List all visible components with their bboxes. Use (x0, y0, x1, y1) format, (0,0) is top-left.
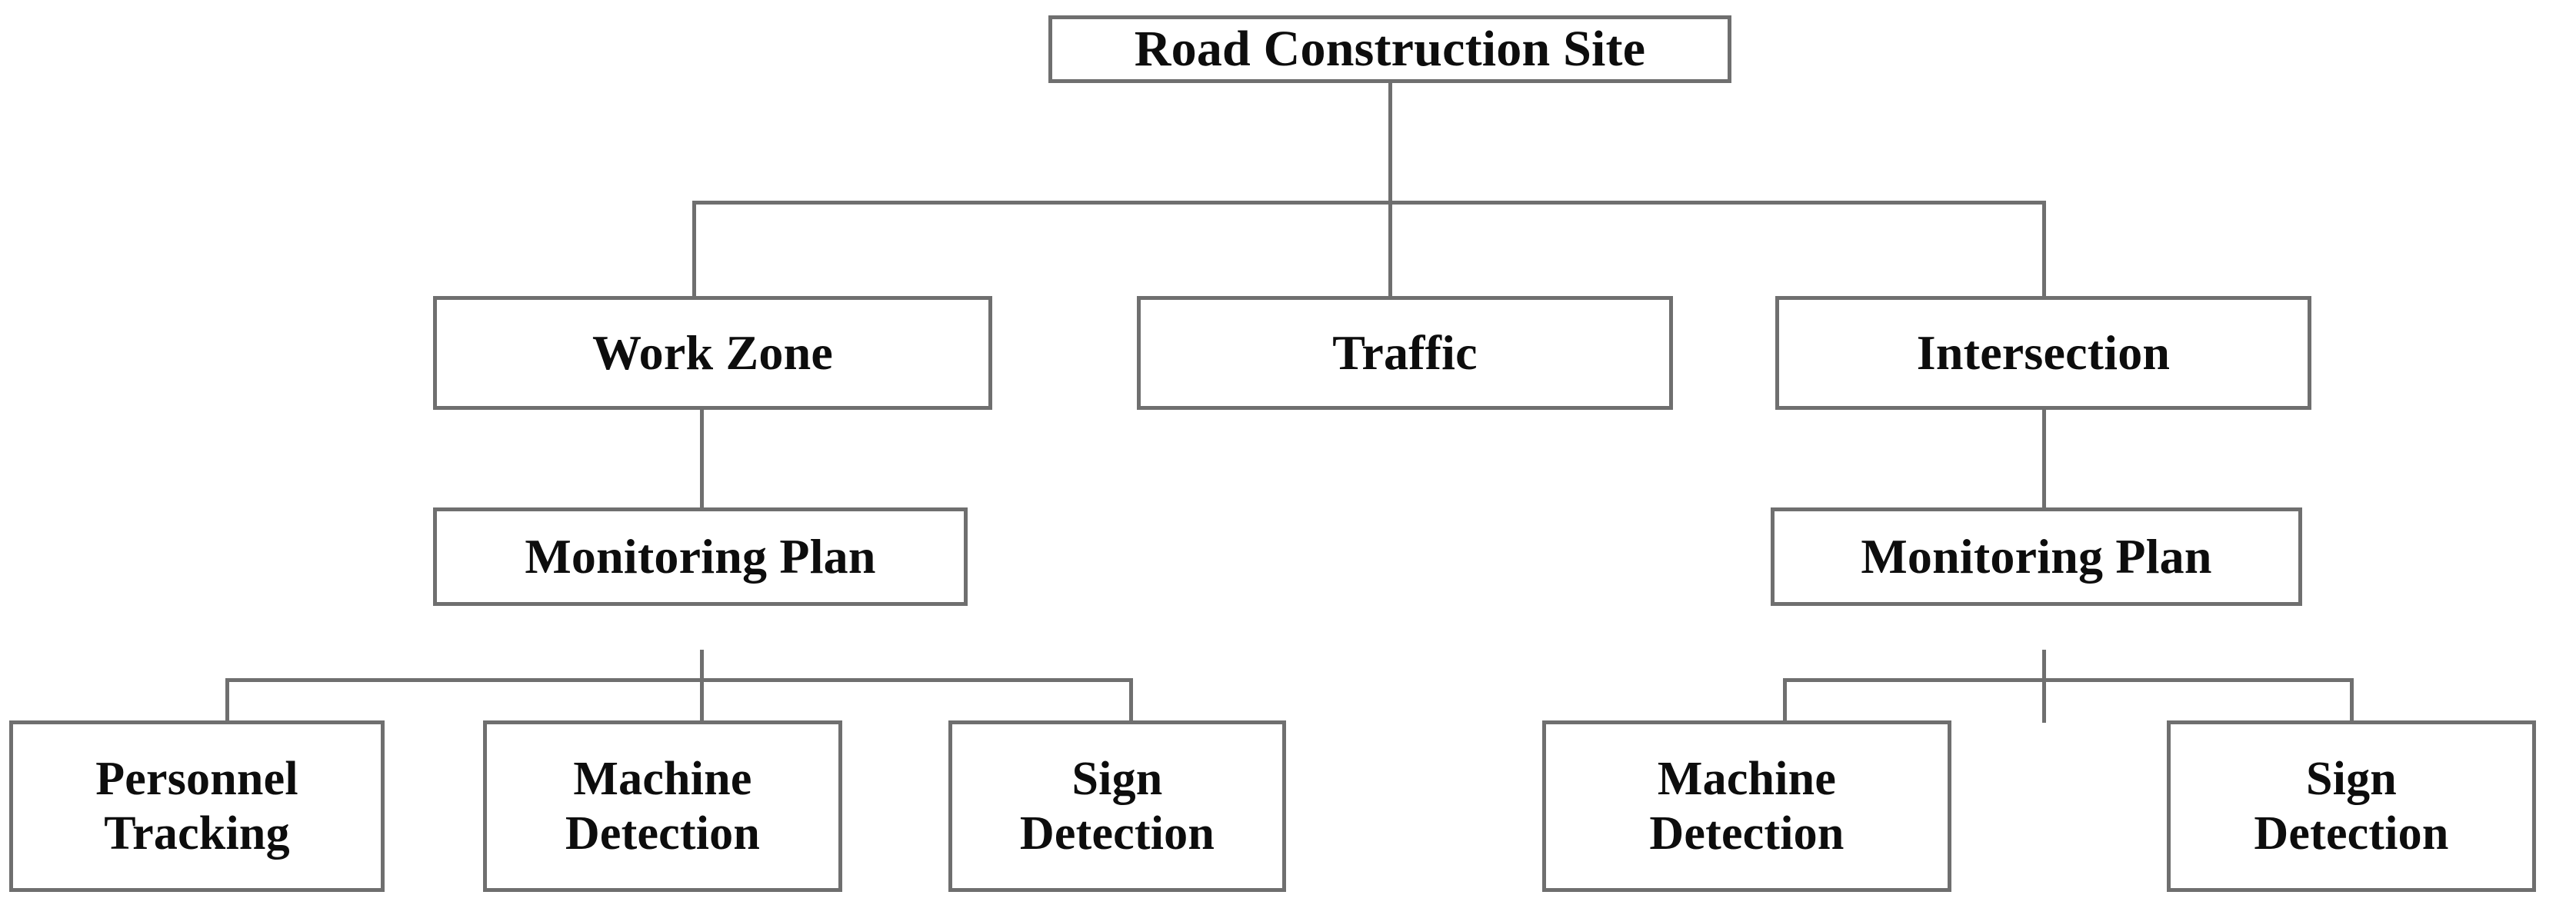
node-work-zone[interactable]: Work Zone (430, 293, 995, 413)
edge-to-traffic (1388, 201, 1392, 299)
edge-to-sign-detection-left (1129, 678, 1133, 723)
node-label: Traffic (1332, 324, 1478, 380)
node-label: Monitoring Plan (525, 528, 876, 584)
edge-workzone-to-monitoring-plan (700, 408, 704, 511)
node-label: Road Construction Site (1134, 20, 1646, 77)
edge-intersection-to-monitoring-plan (2042, 408, 2046, 511)
node-intersection[interactable]: Intersection (1772, 293, 2314, 413)
node-traffic[interactable]: Traffic (1134, 293, 1676, 413)
node-label: Sign Detection (2254, 753, 2449, 860)
node-personnel-tracking[interactable]: Personnel Tracking (6, 717, 388, 895)
node-label: Machine Detection (1649, 753, 1845, 860)
node-label: Work Zone (592, 324, 833, 380)
edge-to-work-zone (692, 201, 696, 299)
edge-to-sign-detection-right (2350, 678, 2354, 723)
node-label: Personnel Tracking (95, 753, 298, 860)
edge-level1-bar (692, 201, 2046, 205)
edge-right-group-bar (1783, 678, 2354, 682)
node-sign-detection-left[interactable]: Sign Detection (945, 717, 1289, 895)
edge-to-personnel-tracking (225, 678, 229, 723)
node-road-construction-site[interactable]: Road Construction Site (1045, 12, 1735, 86)
node-sign-detection-right[interactable]: Sign Detection (2164, 717, 2539, 895)
node-machine-detection-right[interactable]: Machine Detection (1539, 717, 1954, 895)
edge-monitoring-plan-right-stem (2042, 650, 2046, 723)
node-label: Intersection (1916, 324, 2171, 380)
node-machine-detection-left[interactable]: Machine Detection (480, 717, 845, 895)
node-label: Sign Detection (1019, 753, 1215, 860)
edge-to-intersection (2042, 201, 2046, 299)
edge-root-stem (1388, 81, 1392, 204)
edge-left-group-bar (225, 678, 1133, 682)
node-monitoring-plan-right[interactable]: Monitoring Plan (1768, 504, 2305, 609)
node-label: Monitoring Plan (1861, 528, 2212, 584)
node-label: Machine Detection (565, 753, 761, 860)
edge-to-machine-detection-left (700, 678, 704, 723)
edge-to-machine-detection-right (1783, 678, 1787, 723)
node-monitoring-plan-left[interactable]: Monitoring Plan (430, 504, 971, 609)
